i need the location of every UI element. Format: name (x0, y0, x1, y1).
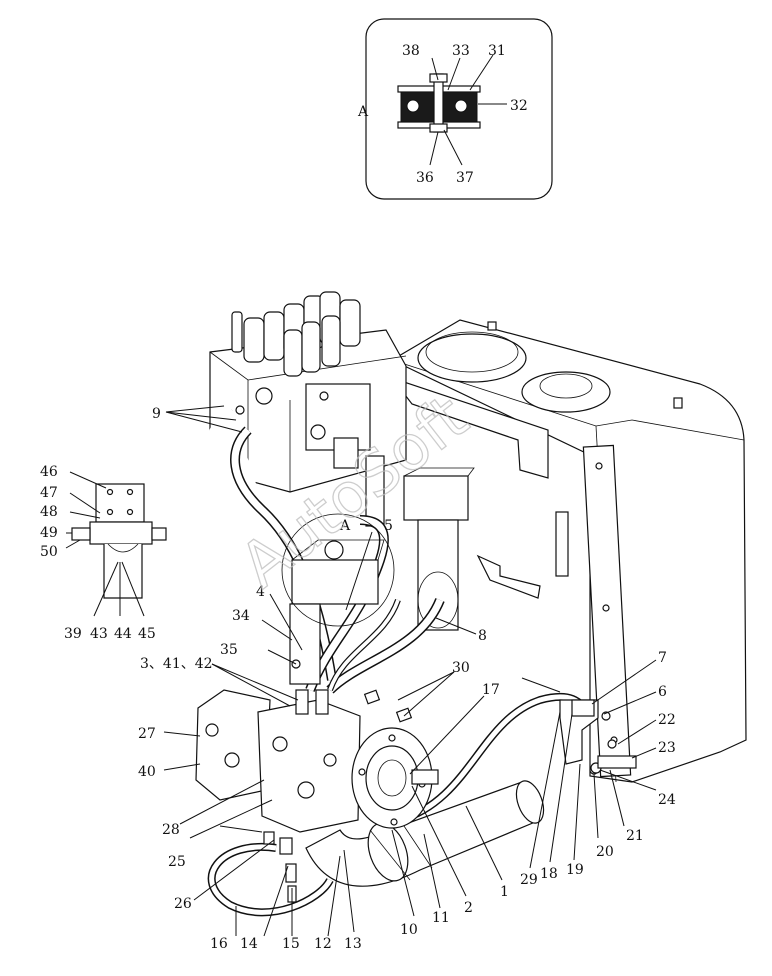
tank-bracket-plate (390, 376, 549, 479)
pump-assembly (195, 689, 439, 833)
filter-bowl (103, 544, 143, 599)
callout-33: 33 (452, 43, 470, 59)
callout-40: 40 (138, 764, 156, 780)
multi-way-valve (209, 291, 407, 527)
return-filter (403, 467, 475, 631)
callout-18: 18 (540, 866, 558, 882)
section-a-circle (281, 513, 395, 627)
callout-36: 36 (416, 170, 434, 186)
callout-21: 21 (626, 828, 644, 844)
callout-5: 5 (384, 518, 393, 534)
callout-25: 25 (168, 854, 186, 870)
callout-29: 29 (520, 872, 538, 888)
callout-14: 14 (240, 936, 258, 952)
callout-1: 1 (500, 884, 509, 900)
tank-cover-small (521, 371, 611, 413)
callout-47: 47 (40, 485, 58, 501)
section-a-cap (324, 540, 344, 560)
callout-46: 46 (40, 464, 58, 480)
callout-24: 24 (658, 792, 676, 808)
inset-view-letter: A (357, 104, 369, 120)
callout-34: 34 (232, 608, 250, 624)
callout-23: 23 (658, 740, 676, 756)
filter-head-bracket (95, 483, 145, 523)
callout-13: 13 (344, 936, 362, 952)
callout-32: 32 (510, 98, 528, 114)
callout-10: 10 (400, 922, 418, 938)
main-leaders (163, 405, 657, 937)
main-callouts: 9 5 4 34 35 3、41、42 30 17 7 6 8 22 23 24… (138, 406, 676, 952)
callout-22: 22 (658, 712, 676, 728)
center-block (281, 513, 395, 685)
callout-2: 2 (464, 900, 473, 916)
tank-small-bracket (476, 554, 541, 599)
tank-cover-large (417, 333, 527, 383)
callout-45: 45 (138, 626, 156, 642)
pump-front (257, 699, 361, 833)
callout-26: 26 (174, 896, 192, 912)
suction-pipe (305, 780, 545, 887)
callout-50: 50 (40, 544, 58, 560)
inset-bolt-head (429, 73, 448, 83)
inset-nut (429, 123, 448, 133)
callout-6: 6 (658, 684, 667, 700)
suction-filter (559, 699, 637, 775)
callout-49: 49 (40, 525, 58, 541)
filter-port-right (151, 527, 167, 541)
inset-hole-right (454, 99, 468, 113)
callout-3-41-42: 3、41、42 (140, 656, 213, 672)
callout-12: 12 (314, 936, 332, 952)
callout-7: 7 (658, 650, 667, 666)
filter-port-left (71, 527, 91, 541)
inset-bolt (433, 73, 444, 133)
hydraulic-tank (390, 319, 747, 783)
callout-43: 43 (90, 626, 108, 642)
callout-11: 11 (432, 910, 450, 926)
callout-44: 44 (114, 626, 132, 642)
callout-28: 28 (162, 822, 180, 838)
filter-head-body (89, 521, 153, 545)
callout-48: 48 (40, 504, 58, 520)
tank-outline (390, 319, 747, 783)
callout-16: 16 (210, 936, 228, 952)
detail-filter-assembly: 46 47 48 49 50 39 43 44 45 (40, 464, 167, 642)
callout-9: 9 (152, 406, 161, 422)
callout-38: 38 (402, 43, 420, 59)
callout-17: 17 (482, 682, 500, 698)
callout-37: 37 (456, 170, 474, 186)
callout-15: 15 (282, 936, 300, 952)
inset-view-a: A 38 33 31 32 36 37 (357, 18, 553, 200)
inset-hole-left (406, 99, 420, 113)
callout-31: 31 (488, 43, 506, 59)
misc-fittings (263, 831, 297, 903)
callout-20: 20 (596, 844, 614, 860)
callout-8: 8 (478, 628, 487, 644)
callout-35: 35 (220, 642, 238, 658)
callout-27: 27 (138, 726, 156, 742)
callout-30: 30 (452, 660, 470, 676)
callout-19: 19 (566, 862, 584, 878)
valve-spools (231, 291, 361, 377)
callout-4: 4 (256, 584, 265, 600)
section-mark-a: A (339, 518, 351, 534)
callout-39: 39 (64, 626, 82, 642)
